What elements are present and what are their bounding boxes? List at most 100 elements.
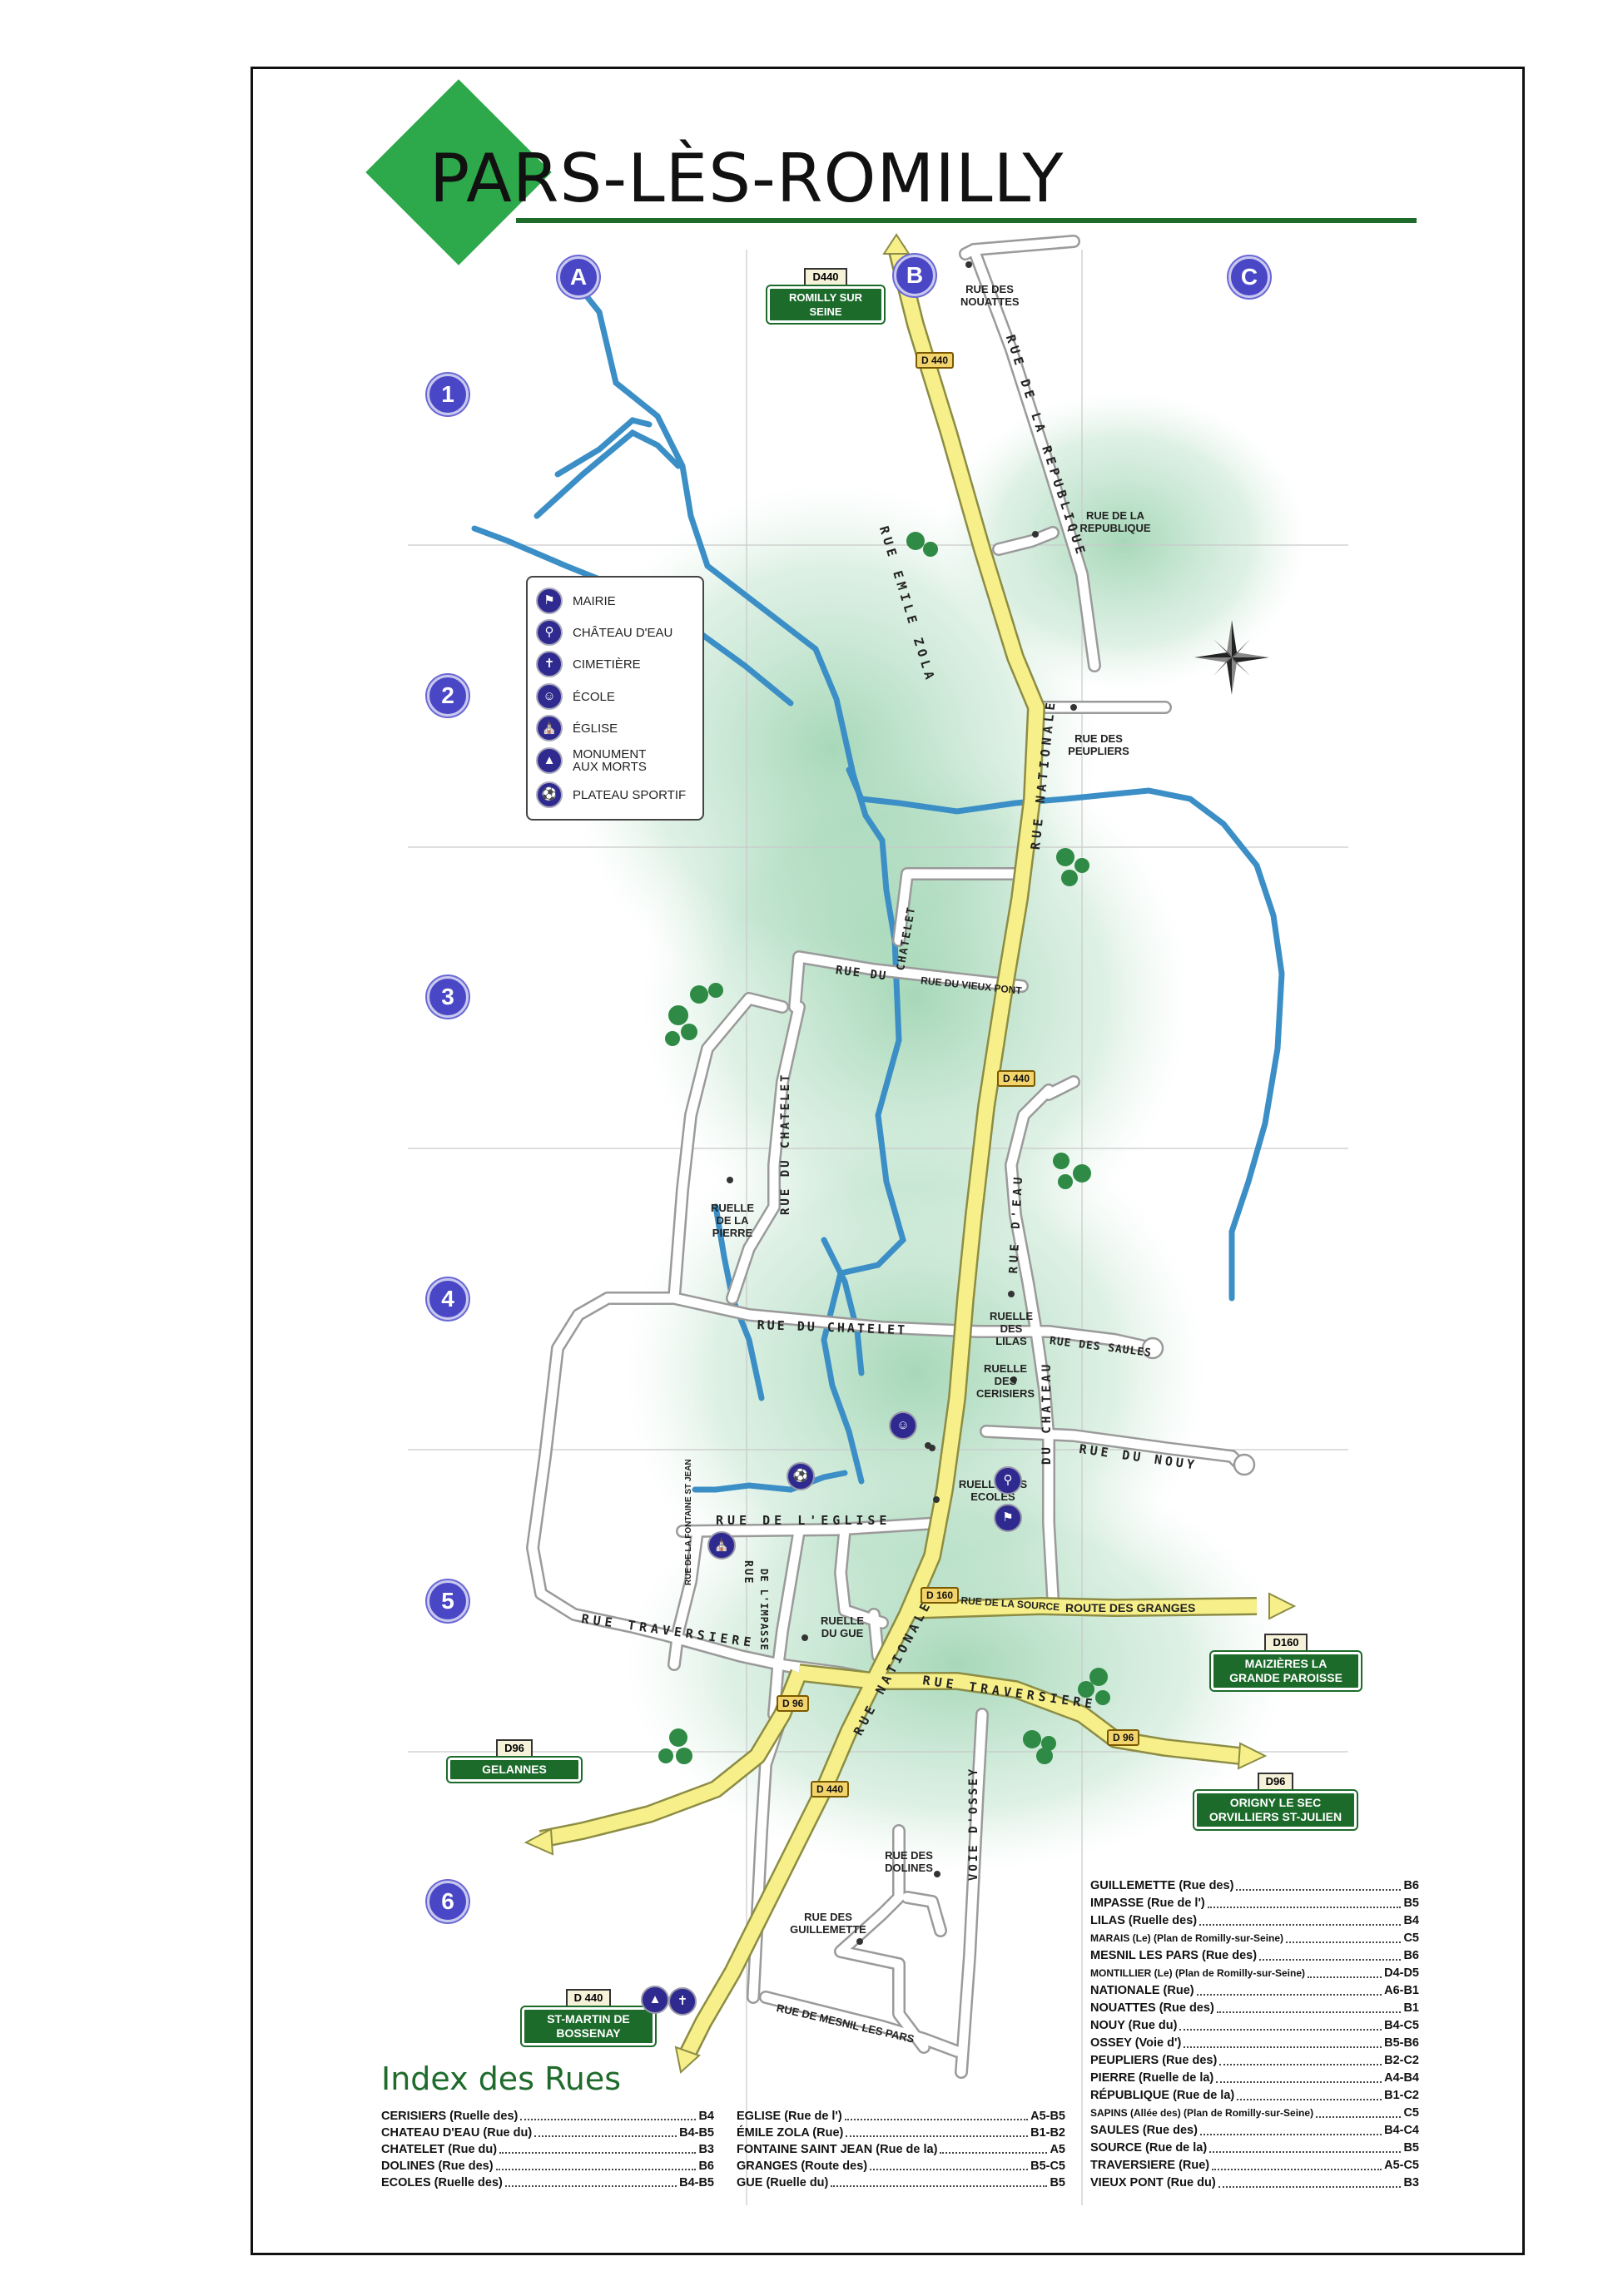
index-ref: A5-C5 (1384, 2159, 1419, 2172)
label-guillemette: RUE DES GUILLEMETTE (790, 1911, 866, 1936)
index-name: VIEUX PONT (Rue du) (1090, 2176, 1216, 2189)
index-leader (1196, 1982, 1382, 1996)
church-icon: ⛪ (707, 1531, 736, 1560)
index-name: NOUY (Rue du) (1090, 2019, 1178, 2032)
grid-column-a: A (558, 256, 599, 298)
church-icon: ⛪ (536, 715, 563, 741)
index-name: PIERRE (Ruelle de la) (1090, 2071, 1214, 2085)
index-ref: B4 (698, 2110, 714, 2123)
grid-row-4: 4 (427, 1278, 469, 1320)
index-leader (499, 2141, 697, 2154)
label-ruelle-gue: RUELLE DU GUE (821, 1614, 864, 1639)
index-row: SOURCE (Rue de la)B5 (1090, 2140, 1419, 2157)
index-row: GRANGES (Route des) B5-C5 (737, 2158, 1065, 2175)
index-ref: B5-C5 (1030, 2160, 1065, 2173)
grid-row-6: 6 (427, 1881, 469, 1922)
index-leader (1179, 2017, 1382, 2031)
road-tag-d96-left: D 96 (777, 1695, 810, 1712)
legend-item-mairie: ⚑ MAIRIE (536, 588, 616, 614)
index-ref: B4-C5 (1384, 2019, 1419, 2032)
index-leader (1308, 1965, 1382, 1978)
index-ref: B4 (1403, 1914, 1419, 1927)
index-leader (1237, 2087, 1382, 2100)
index-column-2: EGLISE (Rue de l')A5-B5 ÉMILE ZOLA (Rue)… (737, 2108, 1065, 2191)
index-name: SAULES (Rue des) (1090, 2124, 1198, 2137)
index-leader (1316, 2105, 1402, 2118)
index-leader (504, 2175, 677, 2187)
street-dots (727, 261, 1077, 1945)
street-label-impasse-a: RUE (742, 1560, 754, 1585)
grid-row-2: 2 (427, 675, 469, 717)
index-row: SAULES (Rue des)B4-C4 (1090, 2122, 1419, 2140)
school-icon: ☺ (536, 683, 563, 710)
index-leader (940, 2141, 1048, 2154)
index-name: DOLINES (Rue des) (381, 2160, 494, 2173)
sign-code: D96 (1257, 1773, 1294, 1791)
legend-item-plateau-sportif: ⚽ PLATEAU SPORTIF (536, 781, 686, 808)
index-ref: B3 (1403, 2176, 1419, 2189)
street-label-fontaine: RUE DE LA FONTAINE ST JEAN (684, 1459, 693, 1585)
index-row: NOUY (Rue du) B4-C5 (1090, 2017, 1419, 2035)
sports-ground-icon: ⚽ (787, 1462, 815, 1490)
index-name: RÉPUBLIQUE (Rue de la) (1090, 2089, 1235, 2102)
legend-label: CHÂTEAU D'EAU (573, 625, 673, 640)
index-row: NOUATTES (Rue des)B1 (1090, 2000, 1419, 2017)
index-name: ECOLES (Ruelle des) (381, 2176, 503, 2189)
index-ref: C5 (1403, 2106, 1419, 2120)
grid-row-5: 5 (427, 1580, 469, 1622)
index-name: MARAIS (Le) (Plan de Romilly-sur-Seine) (1090, 1932, 1284, 1944)
water-tower-icon: ⚲ (536, 619, 563, 646)
tree-clusters (658, 532, 1110, 1764)
sign-st-martin: D 440 ST-MARTIN DE BOSSENAY (520, 1989, 657, 2047)
index-ref: A4-B4 (1384, 2071, 1419, 2085)
index-row: LILAS (Ruelle des)B4 (1090, 1912, 1419, 1930)
index-row: DOLINES (Rue des)B6 (381, 2158, 714, 2175)
index-ref: B1-B2 (1030, 2126, 1065, 2140)
sign-name: MAIZIÈRES LA GRANDE PAROISSE (1209, 1650, 1362, 1692)
legend-item-cimetiere: ✝ CIMETIÈRE (536, 651, 641, 677)
road-tag-d440-bottom: D 440 (811, 1781, 850, 1798)
main-roads (538, 245, 1258, 2060)
index-ref: B4-B5 (679, 2176, 714, 2189)
index-leader (1219, 2052, 1382, 2065)
sign-code: D96 (496, 1739, 533, 1758)
index-row: OSSEY (Voie d')B5-B6 (1090, 2035, 1419, 2052)
index-row: FONTAINE SAINT JEAN (Rue de la)A5 (737, 2141, 1065, 2158)
index-title: Index des Rues (381, 2060, 622, 2097)
sign-code: D440 (804, 268, 847, 286)
index-ref: B4-B5 (679, 2126, 714, 2140)
index-row: CHATEAU D'EAU (Rue du)B4-B5 (381, 2125, 714, 2141)
index-ref: B1 (1403, 2001, 1419, 2015)
index-ref: C5 (1403, 1932, 1419, 1945)
index-ref: A5-B5 (1030, 2110, 1065, 2123)
grid-row-1: 1 (427, 374, 469, 415)
index-row: NATIONALE (Rue)A6-B1 (1090, 1982, 1419, 2000)
index-name: GRANGES (Route des) (737, 2160, 868, 2173)
index-row: GUE (Ruelle du)B5 (737, 2175, 1065, 2191)
index-name: CERISIERS (Ruelle des) (381, 2110, 519, 2123)
index-row: SAPINS (Allée des) (Plan de Romilly-sur-… (1090, 2105, 1419, 2122)
index-column-1: CERISIERS (Ruelle des) B4 CHATEAU D'EAU (… (381, 2108, 714, 2191)
index-name: EGLISE (Rue de l') (737, 2110, 842, 2123)
sign-name: ROMILLY SUR SEINE (766, 285, 886, 325)
index-leader (1207, 1895, 1402, 1908)
index-name: MESNIL LES PARS (Rue des) (1090, 1949, 1258, 1962)
index-row: ECOLES (Ruelle des) B4-B5 (381, 2175, 714, 2191)
index-leader (844, 2108, 1029, 2120)
index-ref: B1-C2 (1384, 2089, 1419, 2102)
road-tag-d96-right: D 96 (1107, 1729, 1140, 1746)
legend-label: MONUMENT AUX MORTS (573, 747, 647, 774)
index-leader (1236, 1877, 1402, 1891)
legend-label: MAIRIE (573, 593, 616, 608)
street-label-granges: ROUTE DES GRANGES (1065, 1601, 1196, 1614)
index-leader (831, 2175, 1048, 2187)
street-label-ossey: VOIE D'OSSEY (967, 1766, 980, 1881)
index-leader (520, 2108, 697, 2120)
road-tag-d440-mid: D 440 (997, 1070, 1036, 1087)
index-leader (1216, 2000, 1402, 2013)
index-leader (1184, 2035, 1382, 2048)
sign-name: ST-MARTIN DE BOSSENAY (520, 2006, 657, 2047)
index-row: MONTILLIER (Le) (Plan de Romilly-sur-Sei… (1090, 1965, 1419, 1982)
index-leader (1209, 2140, 1402, 2153)
sign-origny: D96 ORIGNY LE SEC ORVILLIERS ST-JULIEN (1193, 1773, 1358, 1831)
